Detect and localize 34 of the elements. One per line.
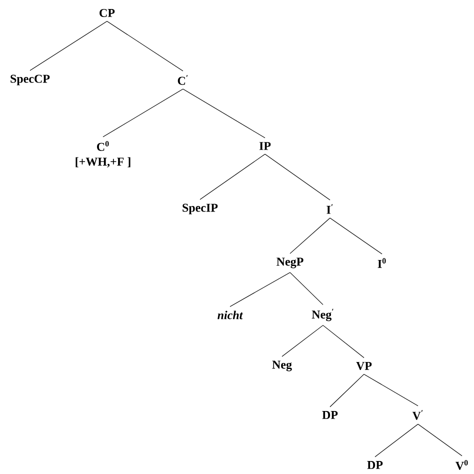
tree-label: VP xyxy=(356,362,372,370)
tree-branch xyxy=(330,374,364,408)
tree-label: NegP xyxy=(276,258,304,268)
tree-label: C$^{′}$ xyxy=(178,75,188,85)
tree-branch xyxy=(322,325,364,358)
tree-branch xyxy=(282,325,324,357)
tree-label: DP xyxy=(367,461,383,469)
tree-branch xyxy=(364,374,418,406)
tree-branch xyxy=(182,88,266,138)
feature-label: [+WH,+F ] xyxy=(76,157,130,168)
tree-label: nicht xyxy=(218,310,243,320)
tree-label: C$^{0}$ xyxy=(97,141,109,151)
tree-label: Neg xyxy=(272,360,292,372)
tree-branch xyxy=(290,272,324,305)
tree-branch xyxy=(106,20,184,72)
tree-branch xyxy=(330,218,382,254)
tree-branch xyxy=(200,154,266,200)
tree-branch xyxy=(374,424,418,458)
tree-branch xyxy=(264,154,330,200)
tree-label: I$^{′}$ xyxy=(326,204,333,214)
tree-branch xyxy=(102,88,184,138)
tree-branch xyxy=(418,424,462,456)
tree-label: SpecIP xyxy=(182,204,218,214)
tree-label: DP xyxy=(322,411,338,419)
tree-label: Neg$^{′}$ xyxy=(312,308,334,322)
tree-label: IP xyxy=(259,142,271,150)
tree-label: I$^{0}$ xyxy=(378,258,386,268)
tree-label: CP xyxy=(100,8,115,18)
tree-branch xyxy=(230,272,290,307)
tree-label: V$^{0}$ xyxy=(456,460,468,470)
tree-label: SpecCP xyxy=(10,74,50,86)
tree-branch xyxy=(30,20,108,71)
tree-branch xyxy=(290,218,330,254)
tree-label: V$^{′}$ xyxy=(412,410,423,420)
